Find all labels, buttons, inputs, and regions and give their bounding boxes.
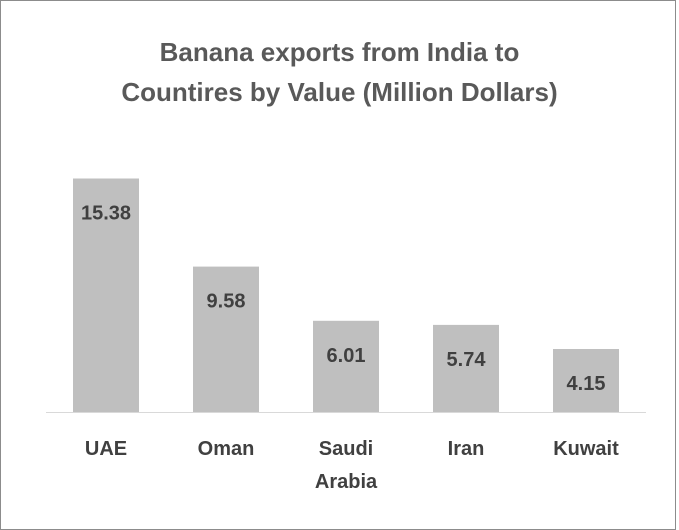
- category-label-1: Oman: [198, 438, 255, 460]
- category-label-4: Kuwait: [553, 438, 619, 460]
- chart-title: Banana exports from India to Countires b…: [0, 32, 679, 112]
- data-label-3: 5.74: [447, 349, 487, 371]
- bar-1: [193, 266, 259, 412]
- bar-0: [73, 178, 139, 412]
- data-label-1: 9.58: [207, 291, 246, 313]
- bar-3: [433, 324, 499, 412]
- data-label-0: 15.38: [81, 203, 131, 225]
- category-label-0: UAE: [85, 438, 127, 460]
- data-label-2: 6.01: [327, 345, 366, 367]
- bar-4: [553, 349, 619, 412]
- category-label-3: Iran: [448, 438, 485, 460]
- data-label-4: 4.15: [567, 373, 606, 395]
- category-label-2-line-1: Arabia: [315, 471, 378, 493]
- bar-2: [313, 320, 379, 412]
- chart-title-line-1: Banana exports from India to: [159, 37, 520, 67]
- chart-title-line-2: Countires by Value (Million Dollars): [121, 77, 558, 107]
- category-label-2-line-0: Saudi: [319, 438, 373, 460]
